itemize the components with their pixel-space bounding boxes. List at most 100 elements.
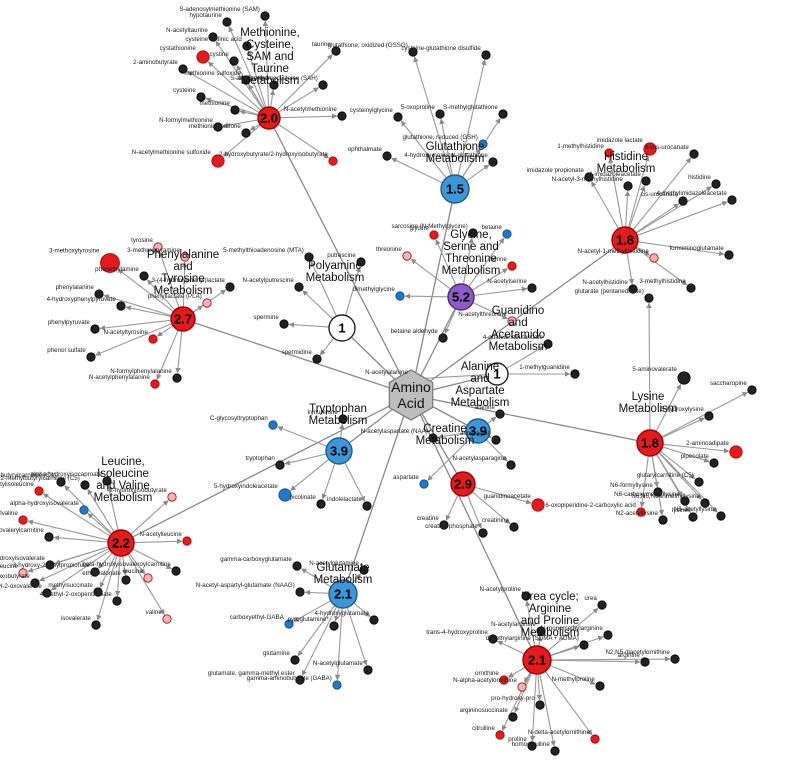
edge-ala-n-acetylaspartate-naa	[437, 432, 467, 440]
metabolite-label-beta-hydroxyisovalerate: beta-hydroxyisovalerate	[0, 555, 45, 562]
edge-glu-n-acetyl-aspartyl-glutamate-naag	[304, 589, 330, 596]
metabolite-node-3-4-hydroxyphenyl-lactate	[225, 282, 235, 292]
hub-node-gly	[447, 283, 475, 311]
metabolite-node-n-acetylasparagine	[506, 460, 516, 470]
metabolite-label-c-glycosyltryptophan: C-glycosyltryptophan	[210, 415, 268, 422]
metabolite-node-methylsuccinate	[93, 587, 103, 597]
metabolite-node-4-imidazoleacetate	[641, 176, 651, 186]
metabolite-node-1-methylguanidine	[570, 369, 580, 379]
metabolite-node-methionine-sulfone	[241, 128, 251, 138]
edge-cre-creatine-phosphate	[467, 494, 482, 529]
metabolite-label-n-acetyltaurine: N-acetyltaurine	[166, 27, 208, 34]
metabolite-label-3-methylhistidine: 3-methylhistidine	[639, 278, 686, 285]
metabolite-label-creatine-phosphate: creatine phosphate	[425, 523, 478, 530]
edge-trp-picolinate	[321, 463, 336, 500]
metabolite-node-serine	[507, 261, 517, 271]
hub-label-glut-line-1: Metabolism	[426, 153, 485, 165]
hub-label-guan-line-0: Guanidino	[492, 305, 544, 317]
metabolite-label-glutarate-pentanedioate: glutarate (pentanedioate)	[575, 288, 644, 295]
edge-glu-gamma-carboxyglutamate	[300, 568, 332, 588]
edge-lys-6-oxopiperidine-2-carboxylic-acid	[639, 455, 649, 508]
metabolite-node-methionine-sulfoxide	[241, 75, 251, 85]
metabolite-label-n-alpha-acetylornithine: N-alpha-acetylornithine	[453, 677, 517, 684]
hub-node-his	[611, 226, 639, 254]
metabolite-label-5-hydroxylysine: 5-hydroxylysine	[661, 406, 705, 413]
hub-fold-change-his: 1.8	[616, 233, 634, 248]
metabolite-node-trans-urocanate	[689, 149, 699, 159]
metabolite-node-guanidinoacetate	[531, 498, 545, 512]
metabolite-node-beta-hydroxyisovalerate	[45, 560, 55, 570]
edge-met-lanthionine	[269, 89, 276, 108]
edge-urea-urea	[547, 607, 599, 652]
metabolite-label-pyroglutamine: pyroglutamine*	[288, 616, 330, 623]
metabolite-label-saccharopine: saccharopine	[710, 380, 747, 387]
metabolite-label-gamma-aminobutyrate-gaba: gamma-aminobutyrate (GABA)	[247, 675, 332, 682]
hub-fold-change-gly: 5.2	[452, 290, 470, 305]
hub-label-cre-line-0: Creatine	[423, 423, 466, 435]
edge-glut-glutathione-reduced-gsh	[461, 147, 481, 178]
hub-label-his-line-1: Metabolism	[597, 163, 656, 175]
hub-label-phe-line-0: Phenylalanine	[147, 249, 219, 261]
edge-cre-creatine	[445, 494, 459, 521]
hub-label-gly-line-3: Metabolism	[442, 265, 501, 277]
edge-lys-saccharopine	[661, 391, 748, 438]
edge-his-imidazole-propionate	[591, 181, 620, 229]
metabolite-label-glutamate-gamma-methyl-ester: glutamate, gamma-methyl ester	[208, 670, 295, 677]
metabolite-node-n6-acetyllysine	[716, 511, 726, 521]
edge-leu-2-hydroxyisobutyrate	[130, 500, 169, 535]
metabolite-node-3-methoxytyramine	[180, 252, 190, 262]
edge-his-1-methylhistidine	[608, 157, 624, 228]
edge-gly-glycine	[435, 239, 457, 286]
metabolite-label-methionine-sulfoxide: methionine sulfoxide	[184, 70, 241, 77]
metabolite-label-cystine: cystine	[210, 51, 230, 58]
metabolite-node-cystathionine	[196, 50, 210, 64]
metabolite-node-n-formylmethionine	[213, 122, 223, 132]
metabolite-node-cysteinylglycine	[393, 112, 403, 122]
metabolite-node-glutamine	[290, 655, 300, 665]
metabolite-node-sarcosine-n-methylglycine	[468, 228, 478, 238]
edge-his-n-acetyl-3-methylhistidine	[624, 190, 631, 228]
metabolite-label-dimethylglycine: dimethylglycine	[352, 286, 395, 293]
metabolite-label-n6-acetyllysine: N6-acetyllysine	[674, 506, 717, 513]
metabolite-node-n-acetylphenylalanine	[150, 379, 160, 389]
metabolite-node-isovalerate	[91, 620, 101, 630]
metabolite-label-n-acetylproline: N-acetylproline	[480, 586, 522, 593]
metabolite-node-indolelactate	[362, 501, 372, 511]
edge-met-s-adenosylhomocysteine-sah	[278, 87, 320, 113]
metabolite-node-n-monomethylarginine	[603, 630, 613, 640]
metabolite-label-n-acetylglutamate: N-acetylglutamate	[313, 660, 363, 667]
metabolite-label-threonine: threonine	[376, 246, 402, 253]
metabolite-label-n-methylproline: N-methylproline	[551, 676, 595, 683]
hub-label-trp-line-1: Metabolism	[309, 415, 368, 427]
metabolite-node-2-hydroxybutyrate-2-hydroxyisobutyrate	[328, 156, 338, 166]
metabolite-label-kynurenine: kynurenine	[308, 409, 339, 416]
edge-urea-proline	[529, 673, 537, 742]
edge-phe-n-acetyltyrosine	[156, 325, 174, 337]
metabolite-label-s-methylglutathione: S-methylglutathione	[443, 104, 498, 111]
edge-poly-5-methylthioadenosine-mta	[310, 261, 338, 317]
edge-gly-dimethylglycine	[404, 293, 449, 299]
metabolite-node-glutarate-pentanedioate	[644, 293, 654, 303]
amino-acid-center-label-line-0: Amino	[391, 379, 431, 395]
edge-urea-trans-4-hydroxyproline	[497, 640, 525, 655]
metabolite-label-gamma-carboxyglutamate: gamma-carboxyglutamate	[220, 556, 292, 563]
edge-glut-cysteinylglycine	[400, 120, 447, 179]
metabolite-node-lysine	[688, 512, 698, 522]
edge-his-n-acetylhistidine	[626, 252, 635, 285]
metabolite-label-n-acetylputrescine: N-acetylputrescine	[243, 277, 295, 284]
metabolite-node-n-acetyltaurine	[208, 32, 218, 42]
nodes-layer	[18, 11, 757, 756]
metabolite-label-n-acetylglutamine: N-acetylglutamine	[309, 560, 359, 567]
metabolite-node-3-methylhistidine	[686, 283, 696, 293]
metabolite-node-2-aminobutyrate	[178, 64, 188, 74]
edge-met-n-acetylmethionine	[279, 113, 338, 120]
metabolite-label-ethylmalonate: ethylmalonate	[82, 570, 121, 577]
edge-met-cysteine-sulfinic-acid	[247, 50, 267, 108]
edge-phe-phenol-sulfate	[95, 323, 173, 356]
metabolite-label-homocitrulline: homocitrulline	[512, 741, 551, 748]
hub-node-guan	[485, 362, 509, 386]
metabolite-node-putrescine	[356, 257, 366, 267]
metabolite-node-lanthionine	[269, 80, 279, 90]
hub-label-met-line-0: Methionine,	[240, 27, 299, 39]
hub-node-phe	[170, 306, 196, 332]
